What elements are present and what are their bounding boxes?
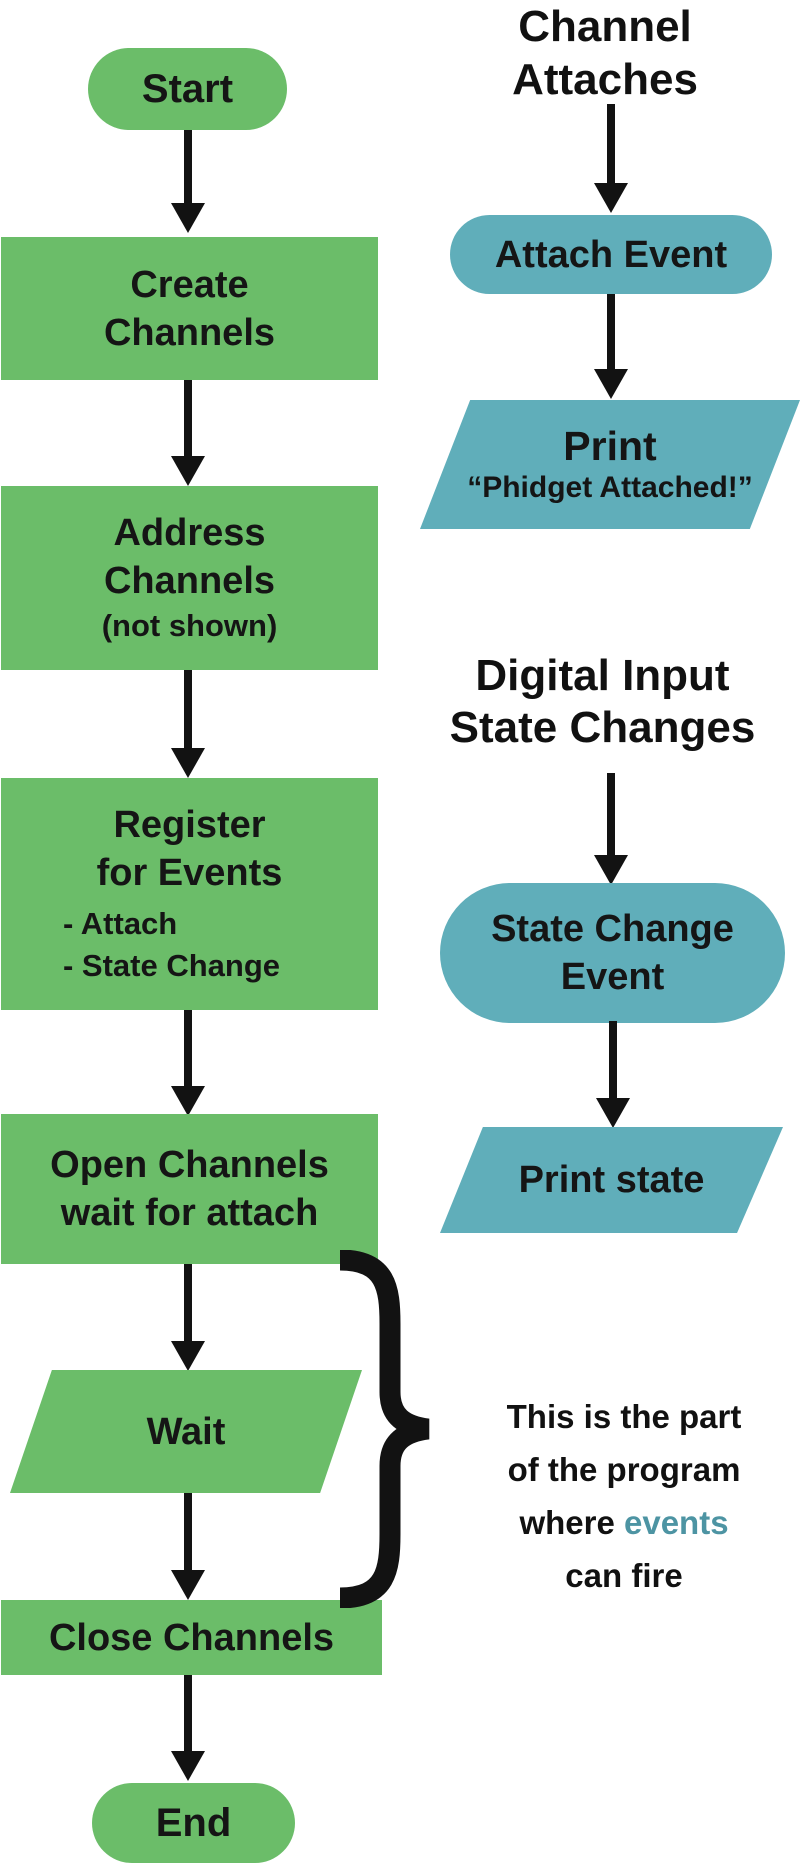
arrow-shaft — [184, 1493, 192, 1572]
address-channels-line1: Address — [113, 512, 266, 554]
arrow-shaft — [609, 1021, 617, 1100]
address-channels-line2: Channels — [103, 560, 276, 602]
attach-event-label: Attach Event — [494, 233, 728, 276]
open-channels-node: Open Channels wait for attach — [1, 1114, 378, 1264]
start-node: Start — [88, 48, 287, 130]
arrow-shaft — [607, 294, 615, 371]
print-attached-line1: Print — [563, 422, 657, 469]
arrow-create-to-address — [171, 380, 205, 486]
arrow-shaft — [184, 670, 192, 750]
arrow-shaft — [607, 104, 615, 185]
annotation-line3: where events — [448, 1496, 800, 1549]
register-events-items: - Attach - State Change — [1, 903, 378, 987]
state-change-event-line1: State Change — [491, 908, 734, 950]
address-channels-node: Address Channels (not shown) — [1, 486, 378, 670]
end-node: End — [92, 1783, 295, 1863]
arrow-open-to-wait — [171, 1264, 205, 1371]
arrow-head-icon — [594, 855, 628, 885]
end-label: End — [155, 1801, 232, 1845]
arrow-close-to-end — [171, 1675, 205, 1781]
arrow-head-icon — [171, 456, 205, 486]
wait-label: Wait — [146, 1410, 226, 1453]
arrow-state-changes-to-event — [594, 773, 628, 885]
annotation-line1: This is the part — [506, 1398, 742, 1435]
arrow-shaft — [184, 380, 192, 458]
print-state-node: Print state — [440, 1127, 783, 1233]
arrow-wait-to-close — [171, 1493, 205, 1600]
wait-node: Wait — [10, 1370, 362, 1493]
arrow-shaft — [607, 773, 615, 857]
curly-brace — [339, 1250, 430, 1608]
arrow-head-icon — [171, 1751, 205, 1781]
create-channels-line1: Create — [130, 263, 249, 306]
arrow-register-to-open — [171, 1010, 205, 1116]
annotation-line3-prefix: where — [519, 1504, 615, 1541]
arrow-head-icon — [171, 1570, 205, 1600]
create-channels-line2: Channels — [103, 311, 276, 354]
arrow-head-icon — [171, 1086, 205, 1116]
arrow-shaft — [184, 130, 192, 205]
attach-event-node: Attach Event — [450, 215, 772, 294]
register-events-line1: Register — [113, 804, 266, 846]
print-attached-line2: “Phidget Attached!” — [467, 470, 753, 504]
arrow-head-icon — [594, 183, 628, 213]
close-channels-label: Close Channels — [48, 1616, 335, 1659]
arrow-head-icon — [594, 369, 628, 399]
arrow-address-to-register — [171, 670, 205, 778]
state-change-event-node: State Change Event — [440, 883, 785, 1023]
register-events-item-attach: - Attach — [63, 906, 178, 941]
open-channels-line2: wait for attach — [60, 1192, 319, 1234]
annotation-line4: can fire — [565, 1557, 683, 1594]
close-channels-node: Close Channels — [1, 1600, 382, 1675]
arrow-attaches-to-attach-event — [594, 104, 628, 213]
print-attached-node: Print “Phidget Attached!” — [420, 400, 800, 529]
digital-input-line1: Digital Input — [475, 651, 730, 700]
digital-input-heading: Digital Input State Changes — [405, 650, 800, 754]
arrow-shaft — [184, 1010, 192, 1088]
register-events-item-state-change: - State Change — [63, 948, 281, 983]
events-annotation: This is the part of the program where ev… — [448, 1390, 800, 1602]
register-events-node: Register for Events - Attach - State Cha… — [1, 778, 378, 1010]
print-state-label: Print state — [518, 1159, 705, 1201]
open-channels-line1: Open Channels — [50, 1144, 329, 1186]
start-label: Start — [141, 67, 234, 111]
arrow-head-icon — [171, 1341, 205, 1371]
state-change-event-line2: Event — [560, 956, 665, 998]
annotation-line2: of the program — [507, 1451, 741, 1488]
channel-attaches-heading: Channel Attaches — [410, 0, 800, 106]
arrow-attach-event-to-print — [594, 294, 628, 399]
arrow-head-icon — [171, 203, 205, 233]
register-events-line2: for Events — [96, 852, 283, 894]
arrow-event-to-print-state — [596, 1021, 630, 1128]
digital-input-line2: State Changes — [449, 703, 756, 752]
arrow-shaft — [184, 1675, 192, 1753]
arrow-head-icon — [171, 748, 205, 778]
arrow-shaft — [184, 1264, 192, 1343]
arrow-head-icon — [596, 1098, 630, 1128]
arrow-start-to-create — [171, 130, 205, 233]
annotation-events-highlight: events — [623, 1504, 729, 1541]
address-channels-note: (not shown) — [101, 608, 278, 643]
create-channels-node: Create Channels — [1, 237, 378, 380]
channel-attaches-line2: Attaches — [512, 55, 698, 104]
channel-attaches-line1: Channel — [518, 2, 692, 51]
